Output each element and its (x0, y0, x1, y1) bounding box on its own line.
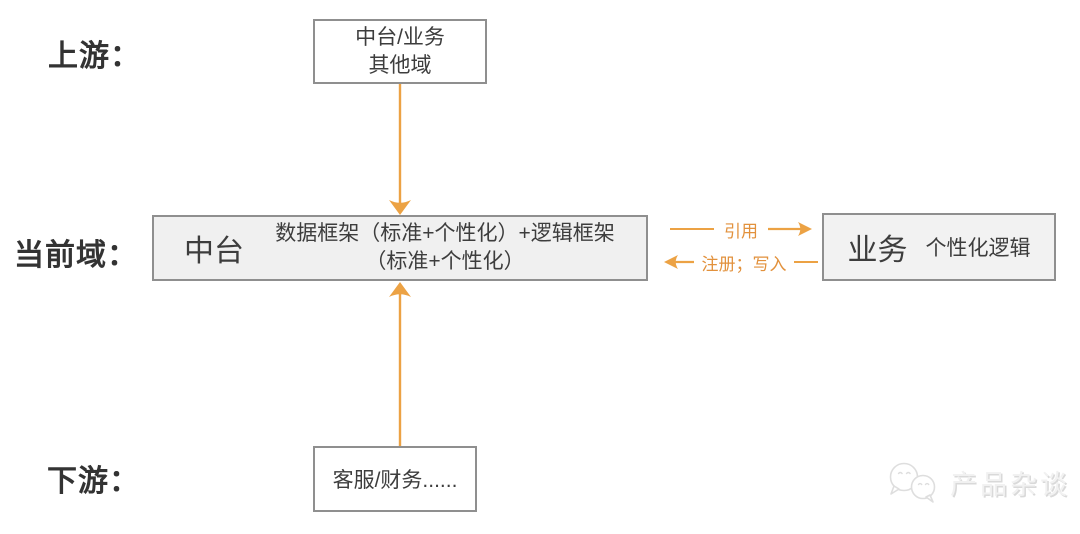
wechat-icon (889, 462, 936, 503)
upstream-box-line2: 其他域 (368, 53, 432, 77)
middle-description-line1: 数据框架（标准+个性化）+逻辑框架 (275, 222, 615, 245)
arrow-right-icon (768, 222, 812, 236)
middle-description-line2: （标准+个性化） (365, 250, 525, 273)
downstream-row-label: 下游： (47, 465, 140, 498)
watermark-text: 产品杂谈 (950, 469, 1070, 500)
upstream-row-label: 上游： (48, 40, 141, 73)
reference-arrow-line (670, 228, 714, 230)
business-box-description: 个性化逻辑 (925, 237, 1031, 260)
middle-platform-box: 中台 数据框架（标准+个性化）+逻辑框架 （标准+个性化） (152, 215, 648, 281)
business-box: 业务 个性化逻辑 (822, 213, 1056, 281)
upstream-box: 中台/业务 其他域 (313, 19, 487, 84)
middle-platform-description: 数据框架（标准+个性化）+逻辑框架 （标准+个性化） (244, 220, 646, 276)
middle-platform-title: 中台 (184, 235, 244, 268)
register-arrow-label: 注册；写入 (701, 254, 787, 274)
reference-arrow: 引用 (670, 219, 812, 241)
arrow-down-icon (389, 84, 411, 215)
current-domain-row-label: 当前域： (14, 239, 138, 272)
arrow-up-icon (389, 282, 411, 446)
downstream-box-label: 客服/财务...... (332, 469, 458, 492)
watermark: 产品杂谈 (884, 458, 1070, 506)
register-arrow: 注册；写入 (664, 252, 818, 274)
reference-arrow-label: 引用 (724, 221, 758, 241)
upstream-box-line1: 中台/业务 (355, 25, 445, 49)
downstream-box: 客服/财务...... (313, 446, 477, 512)
business-box-title: 业务 (847, 234, 908, 267)
register-arrow-line (794, 261, 818, 263)
arrow-left-icon (664, 255, 694, 269)
